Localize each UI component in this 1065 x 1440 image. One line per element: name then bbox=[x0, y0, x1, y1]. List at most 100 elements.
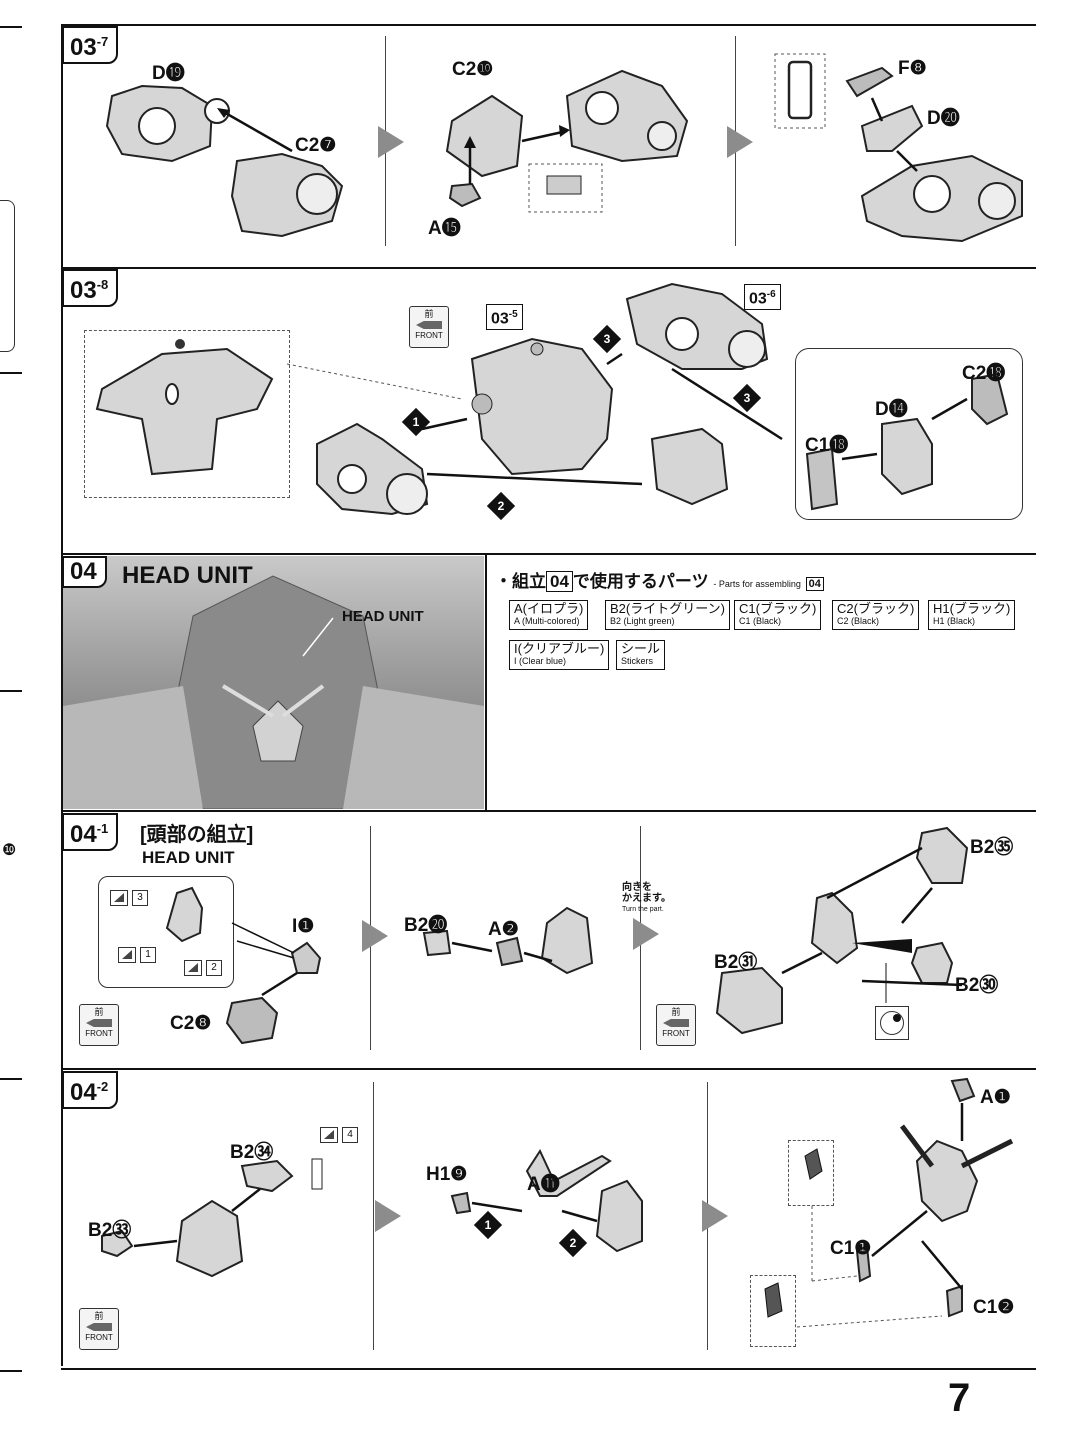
part-head-rot bbox=[810, 891, 859, 965]
label-b2-31: B2㉛ bbox=[714, 952, 758, 973]
part-head-04-2 bbox=[175, 1199, 244, 1278]
order-3a: 3 bbox=[592, 324, 622, 354]
label-c1-2: C1❷ bbox=[973, 1297, 1015, 1318]
rule-04-2 bbox=[61, 1068, 1036, 1070]
part-b2-33 bbox=[101, 1229, 134, 1258]
sticker-icon bbox=[184, 960, 202, 976]
step-tag-03-7: 03-7 bbox=[62, 26, 119, 64]
label-d19: D⓳ bbox=[152, 63, 185, 84]
step-tag-03-8: 03-8 bbox=[62, 269, 119, 307]
part-b2-31 bbox=[715, 966, 783, 1035]
label-b2-35: B2㉟ bbox=[970, 837, 1014, 858]
detail-box-c1-2 bbox=[750, 1275, 796, 1347]
part-a15 bbox=[448, 182, 482, 208]
step-arrow bbox=[362, 920, 388, 952]
rule-04-1 bbox=[61, 810, 1036, 812]
margin-rule-4 bbox=[0, 1078, 22, 1080]
photo-divider bbox=[485, 554, 487, 810]
part-c2-18 bbox=[971, 372, 1009, 426]
section-title-head-unit: HEAD UNIT bbox=[122, 562, 253, 589]
part-a2 bbox=[495, 936, 524, 967]
step-tag-04-1: 04-1 bbox=[62, 813, 119, 851]
step-arrow bbox=[727, 126, 753, 158]
detail-panel-04-1 bbox=[98, 876, 234, 988]
head-unit-photo bbox=[63, 556, 484, 809]
step-tag-04: 04 bbox=[62, 556, 107, 588]
label-c2-10: C2❿ bbox=[452, 59, 494, 80]
part-runner-h1: H1(ブラック)H1 (Black) bbox=[928, 600, 1016, 630]
part-d20 bbox=[860, 104, 924, 152]
part-h1-9 bbox=[450, 1191, 472, 1215]
detail-box-03-8 bbox=[84, 330, 290, 498]
diagram-03-8 bbox=[95, 282, 1009, 516]
label-b2-32: B2⓴ bbox=[404, 915, 448, 936]
step-arrow bbox=[702, 1200, 728, 1232]
sticker-number-2: 2 bbox=[206, 960, 222, 976]
sticker-c1-1 bbox=[804, 1148, 823, 1180]
diagram-04-1 bbox=[165, 826, 969, 1045]
label-c2-7: C2❼ bbox=[295, 135, 337, 156]
detail-box-c1-1 bbox=[788, 1140, 834, 1206]
label-b2-30: B2㉚ bbox=[955, 975, 999, 996]
diagram-03-7 bbox=[105, 53, 1023, 243]
ref-tag-03-5: 03-5 bbox=[486, 304, 523, 331]
sticker-icon bbox=[110, 890, 128, 906]
margin-rule-1 bbox=[0, 26, 22, 28]
part-runner-c2: C2(ブラック)C2 (Black) bbox=[832, 600, 920, 630]
detail-panel-03-8 bbox=[795, 348, 1023, 520]
turn-note: 向きをかえます。 Turn the part. bbox=[622, 882, 671, 913]
part-f8 bbox=[845, 66, 894, 98]
margin-rule-5 bbox=[0, 1370, 22, 1372]
part-head-final bbox=[915, 1139, 979, 1223]
part-b2-34 bbox=[240, 1159, 294, 1193]
order-1: 1 bbox=[473, 1210, 503, 1240]
part-runner-c1: C1(ブラック)C1 (Black) bbox=[734, 600, 822, 630]
label-a1: A❶ bbox=[980, 1087, 1011, 1108]
sticker-number-3: 3 bbox=[132, 890, 148, 906]
sticker-c1-2 bbox=[764, 1282, 783, 1318]
part-b2-30 bbox=[910, 941, 954, 984]
label-c1-1: C1❶ bbox=[830, 1238, 872, 1259]
margin-rule-3 bbox=[0, 690, 22, 692]
part-joint bbox=[650, 427, 729, 506]
rule-bottom bbox=[61, 1368, 1036, 1370]
diagram-04-2 bbox=[101, 1077, 1014, 1328]
label-i1: I❶ bbox=[292, 916, 315, 937]
label-f8: F❽ bbox=[898, 58, 927, 79]
order-1: 1 bbox=[401, 407, 431, 437]
sticker-number-1: 1 bbox=[140, 947, 156, 963]
sticker-icon bbox=[320, 1127, 338, 1143]
sticker-number-4: 4 bbox=[342, 1127, 358, 1143]
label-h1-9: H1❾ bbox=[426, 1164, 468, 1185]
margin-mark: ❿ bbox=[2, 842, 17, 859]
order-3b: 3 bbox=[732, 383, 762, 413]
step-tag-04-2: 04-2 bbox=[62, 1071, 119, 1109]
part-c1-18 bbox=[805, 447, 839, 511]
margin-rule-2 bbox=[0, 372, 22, 374]
part-head-04-2b bbox=[595, 1179, 643, 1253]
part-head-core bbox=[540, 906, 594, 975]
label-a11: A⓫ bbox=[527, 1174, 560, 1195]
photo-label-head-unit: HEAD UNIT bbox=[342, 608, 424, 625]
part-c1-2 bbox=[945, 1284, 963, 1318]
part-b2-32 bbox=[422, 929, 452, 957]
ref-tag-03-6: 03-6 bbox=[744, 284, 781, 311]
label-b2-34: B2㉞ bbox=[230, 1142, 274, 1163]
step-title-jp: [頭部の組立] bbox=[140, 824, 254, 846]
part-runner-i: I(クリアブルー)I (Clear blue) bbox=[509, 640, 610, 670]
part-03-5 bbox=[470, 337, 614, 476]
order-2: 2 bbox=[486, 491, 516, 521]
part-c2-8 bbox=[225, 996, 279, 1045]
part-a11 bbox=[525, 1148, 612, 1197]
label-d20: D⓴ bbox=[927, 108, 960, 129]
part-a1 bbox=[950, 1077, 976, 1103]
part-i1 bbox=[290, 941, 322, 974]
sticker-icon bbox=[118, 947, 136, 963]
step-arrow bbox=[633, 918, 659, 950]
page-left-border bbox=[61, 26, 63, 1366]
rule-04 bbox=[61, 553, 1036, 555]
